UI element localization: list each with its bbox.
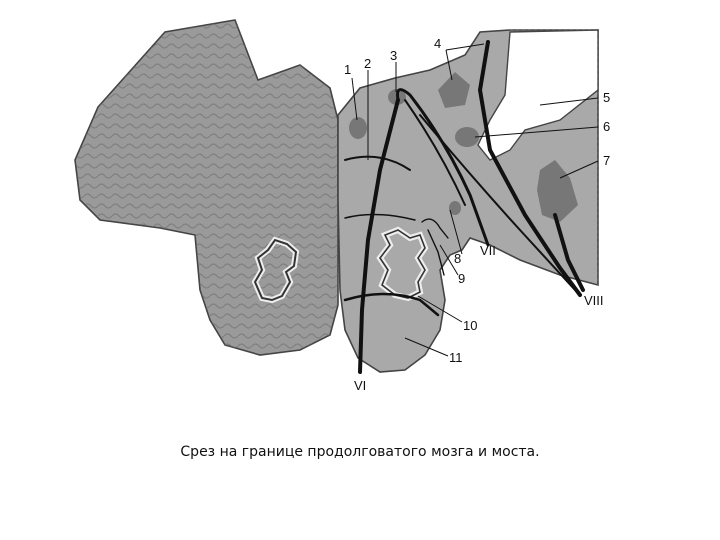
label-vi: VI <box>354 378 366 393</box>
olivary-nucleus <box>380 230 425 298</box>
label-9: 9 <box>458 271 465 286</box>
label-10: 10 <box>463 318 477 333</box>
label-11: 11 <box>449 350 463 365</box>
label-8: 8 <box>454 251 461 266</box>
label-2: 2 <box>364 56 371 71</box>
label-7: 7 <box>603 153 610 168</box>
label-5: 5 <box>603 90 610 105</box>
cerebellum <box>75 20 338 355</box>
label-6: 6 <box>603 119 610 134</box>
label-3: 3 <box>390 48 397 63</box>
brainstem-section-diagram: 1 2 3 4 5 6 7 8 9 10 11 VI VII VIII <box>0 0 720 430</box>
label-1: 1 <box>344 62 351 77</box>
figure-caption: Срез на границе продолговатого мозга и м… <box>0 444 720 460</box>
label-vii: VII <box>480 243 496 258</box>
nucleus-1 <box>349 117 367 139</box>
label-4: 4 <box>434 36 441 51</box>
label-viii: VIII <box>584 293 604 308</box>
